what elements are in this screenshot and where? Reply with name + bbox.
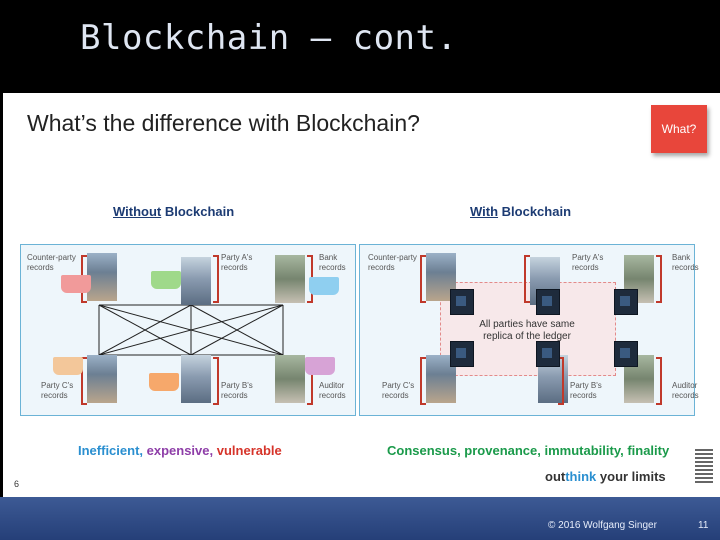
counter-party-label: Counter-party records: [27, 253, 76, 272]
outthink-tagline: outthink your limits: [545, 469, 666, 484]
party-b-label: Party B's records: [570, 381, 602, 400]
ibm-logo-icon: [695, 449, 713, 483]
connection-lines: [98, 304, 284, 356]
bracket-icon: [524, 255, 530, 303]
bracket-icon: [420, 255, 426, 303]
tagline-out: out: [545, 469, 566, 484]
content-title: What’s the difference with Blockchain?: [27, 110, 420, 136]
ledger-node-icon: [536, 341, 560, 367]
bracket-icon: [656, 255, 662, 303]
without-blockchain-heading: Without Blockchain: [113, 204, 234, 219]
embedded-slide: What’s the difference with Blockchain? W…: [3, 93, 720, 497]
footer-band: [0, 497, 720, 540]
bank-label: Bank records: [672, 253, 699, 272]
ledger-node-icon: [450, 289, 474, 315]
ledger-book-icon: [151, 271, 181, 289]
ledger-book-icon: [61, 275, 91, 293]
heading-underline-word: With: [470, 204, 499, 219]
party-a-label: Party A's records: [572, 253, 604, 272]
auditor-label: Auditor records: [672, 381, 699, 400]
caption-vulnerable: vulnerable: [216, 443, 282, 458]
shared-ledger-text: All parties have same replica of the led…: [479, 319, 575, 342]
without-blockchain-diagram: Counter-party records Party A's records …: [20, 244, 356, 416]
ledger-node-icon: [450, 341, 474, 367]
with-blockchain-diagram: All parties have same replica of the led…: [359, 244, 699, 416]
heading-rest: Blockchain: [498, 204, 572, 219]
with-blockchain-caption: Consensus, provenance, immutability, fin…: [387, 443, 670, 458]
bracket-icon: [420, 357, 426, 405]
bracket-icon: [213, 357, 219, 405]
party-b-label: Party B's records: [221, 381, 253, 400]
caption-inefficient: Inefficient,: [78, 443, 147, 458]
footer-page-number: 11: [698, 520, 709, 531]
caption-expensive: expensive,: [146, 443, 217, 458]
ledger-node-icon: [614, 289, 638, 315]
ledger-node-icon: [614, 341, 638, 367]
bracket-icon: [558, 357, 564, 405]
party-c-label: Party C's records: [382, 381, 415, 400]
tagline-think: think: [565, 469, 597, 484]
bracket-icon: [656, 357, 662, 405]
ledger-book-icon: [309, 277, 339, 295]
building-photo: [181, 355, 211, 403]
party-a-label: Party A's records: [221, 253, 253, 272]
ledger-book-icon: [305, 357, 335, 375]
without-blockchain-caption: Inefficient, expensive, vulnerable: [78, 443, 282, 458]
embedded-slide-number: 6: [14, 479, 20, 489]
bracket-icon: [81, 357, 87, 405]
bracket-icon: [213, 255, 219, 303]
counter-party-label: Counter-party records: [368, 253, 417, 272]
ledger-book-icon: [149, 373, 179, 391]
slide-title: Blockchain – cont.: [80, 18, 458, 58]
auditor-label: Auditor records: [319, 381, 346, 400]
building-photo: [87, 253, 117, 301]
heading-underline-word: Without: [113, 204, 162, 219]
ledger-book-icon: [53, 357, 83, 375]
tagline-rest: your limits: [596, 469, 666, 484]
ledger-node-icon: [536, 289, 560, 315]
party-c-label: Party C's records: [41, 381, 74, 400]
with-blockchain-heading: With Blockchain: [470, 204, 571, 219]
building-photo: [275, 355, 305, 403]
building-photo: [87, 355, 117, 403]
building-photo: [181, 257, 211, 305]
heading-rest: Blockchain: [161, 204, 235, 219]
footer-copyright: © 2016 Wolfgang Singer: [548, 520, 657, 531]
building-photo: [275, 255, 305, 303]
bank-label: Bank records: [319, 253, 346, 272]
what-button[interactable]: What?: [651, 105, 707, 153]
